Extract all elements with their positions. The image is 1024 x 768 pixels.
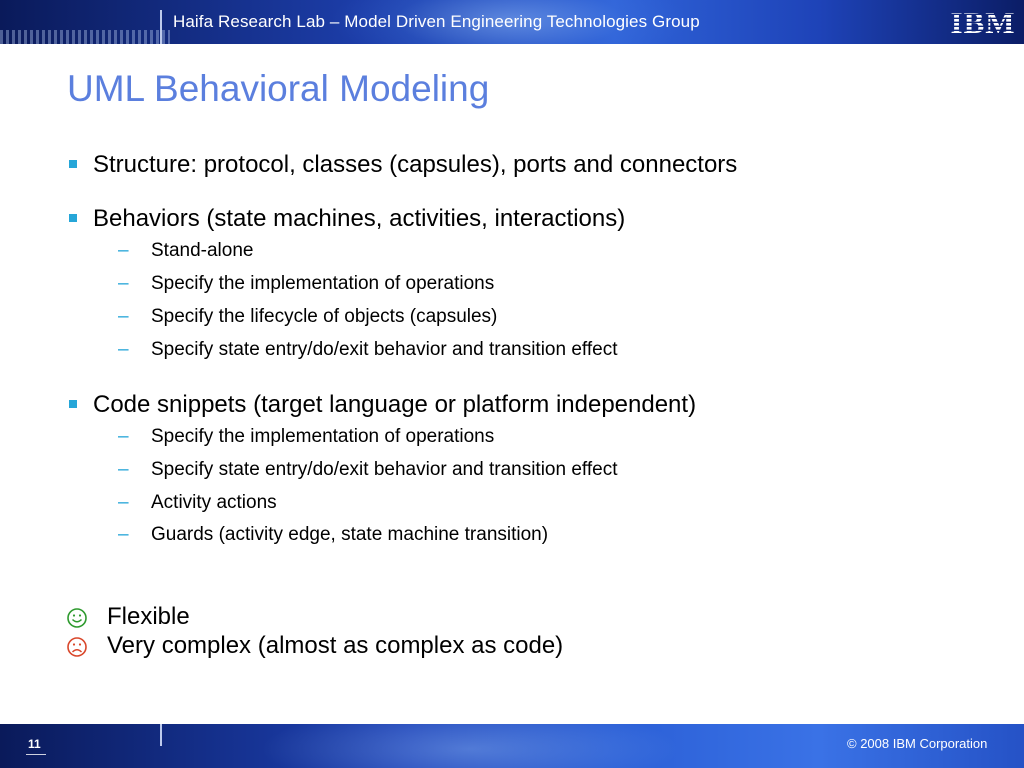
header-band: Haifa Research Lab – Model Driven Engine… xyxy=(0,0,1024,44)
sub-item-dash: – xyxy=(118,426,129,447)
con-text: Very complex (almost as complex as code) xyxy=(107,632,564,659)
slide-title: UML Behavioral Modeling xyxy=(67,68,490,109)
bullet-marker xyxy=(69,400,77,408)
footer-divider xyxy=(160,724,162,746)
sub-item-text: Guards (activity edge, state machine tra… xyxy=(151,524,549,545)
header-divider xyxy=(160,10,162,44)
ibm-logo: IBM xyxy=(948,7,1018,37)
group-title: Haifa Research Lab – Model Driven Engine… xyxy=(173,12,700,31)
sub-item-dash: – xyxy=(118,339,129,360)
pro-text: Flexible xyxy=(107,603,190,630)
page-number: 11 xyxy=(28,737,41,751)
sub-item-text: Stand-alone xyxy=(151,240,254,261)
smiley-sad-icon xyxy=(67,637,87,657)
bullet-marker xyxy=(69,160,77,168)
page-number-underline xyxy=(26,754,46,755)
header-decoration xyxy=(0,30,170,44)
sub-item-text: Activity actions xyxy=(151,492,277,513)
sub-item-text: Specify state entry/do/exit behavior and… xyxy=(151,459,618,480)
sub-item-text: Specify the implementation of operations xyxy=(151,273,495,294)
footer-glow xyxy=(260,724,680,768)
header-glow xyxy=(330,0,690,44)
sub-item-text: Specify the lifecycle of objects (capsul… xyxy=(151,306,498,327)
smiley-happy-icon xyxy=(67,608,87,628)
sub-item-dash: – xyxy=(118,524,129,545)
bullet-text: Structure: protocol, classes (capsules),… xyxy=(93,151,738,178)
sub-item-dash: – xyxy=(118,306,129,327)
copyright: © 2008 IBM Corporation xyxy=(847,736,988,751)
footer-band: 11 © 2008 IBM Corporation xyxy=(0,724,1024,768)
sub-item-dash: – xyxy=(118,492,129,513)
bullet-text: Behaviors (state machines, activities, i… xyxy=(93,205,626,232)
bullet-marker xyxy=(69,214,77,222)
svg-text:IBM: IBM xyxy=(951,7,1016,37)
sub-item-text: Specify state entry/do/exit behavior and… xyxy=(151,339,618,360)
sub-item-dash: – xyxy=(118,240,129,261)
sub-item-text: Specify the implementation of operations xyxy=(151,426,495,447)
sub-item-dash: – xyxy=(118,459,129,480)
sub-item-dash: – xyxy=(118,273,129,294)
bullet-text: Code snippets (target language or platfo… xyxy=(93,391,697,418)
